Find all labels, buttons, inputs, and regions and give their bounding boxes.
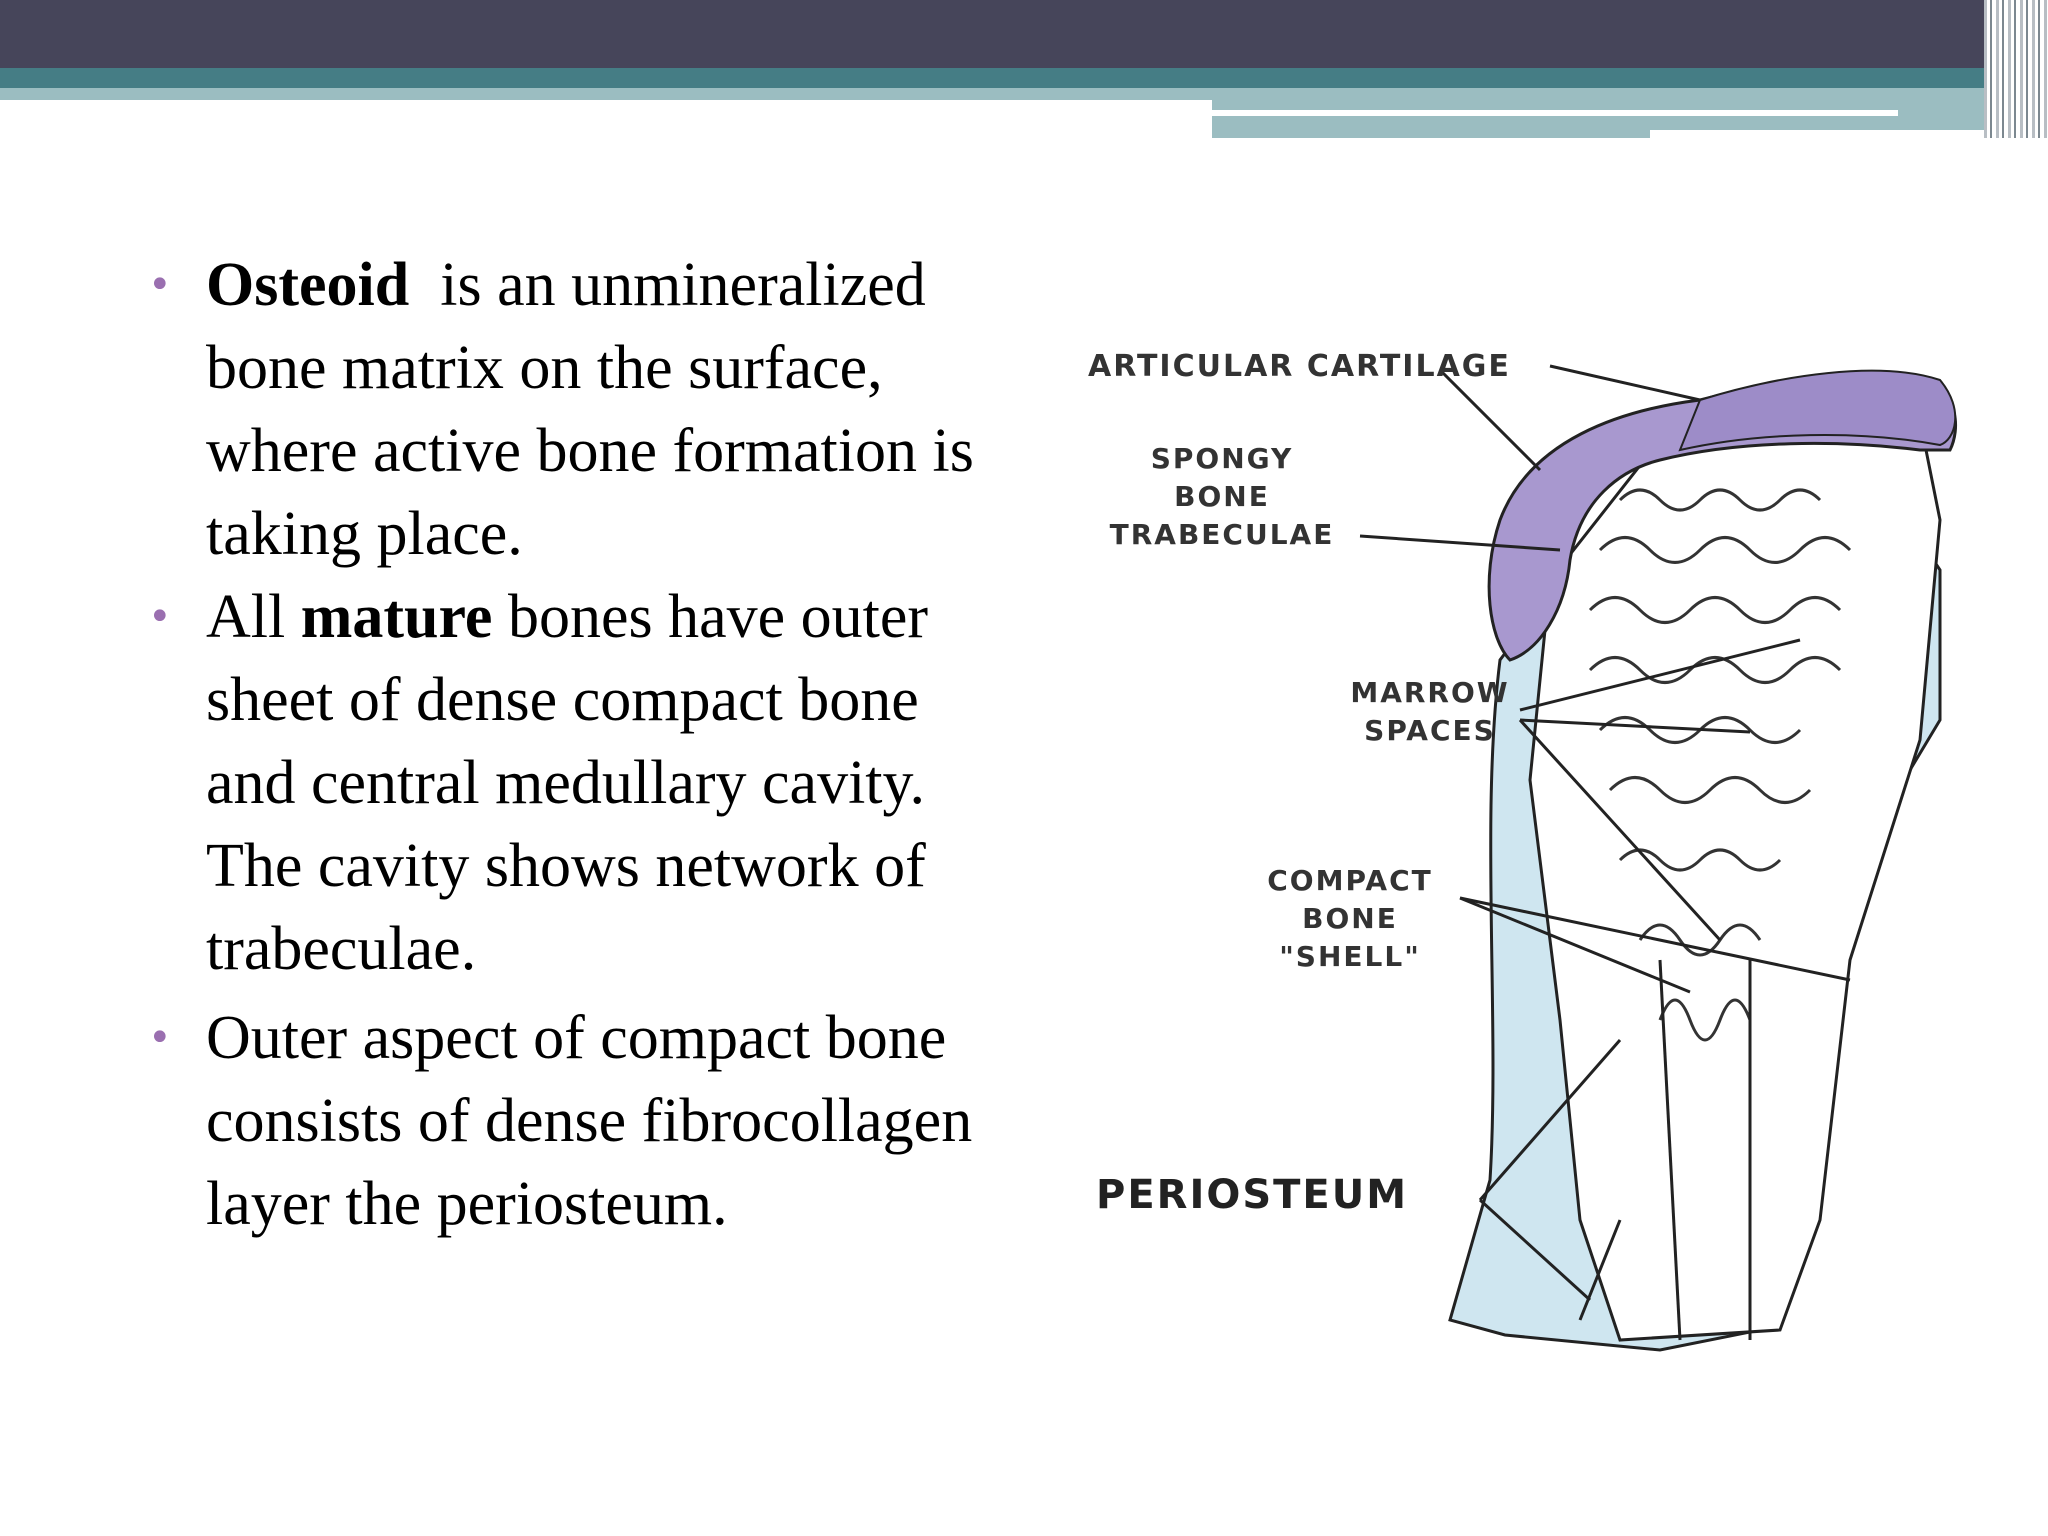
bullet-strong: Osteoid (206, 251, 410, 319)
header-light-band (0, 88, 1212, 100)
bullet-before: All (206, 583, 301, 651)
label-line: COMPACT (1267, 864, 1433, 897)
cartilage-cap (1678, 369, 1957, 452)
label-articular-cartilage: ARTICULAR CARTILAGE (1088, 349, 1511, 384)
label-spongy-bone: SPONGY BONE TRABECULAE (1072, 440, 1372, 554)
label-line: "SHELL" (1279, 940, 1421, 973)
label-line: BONE (1174, 480, 1270, 513)
label-line: SPONGY (1150, 442, 1294, 475)
label-line: SPACES (1364, 714, 1496, 747)
bullet-dot: • (148, 594, 172, 640)
bullet-rest: is an unmineralized bone matrix on the s… (206, 251, 990, 568)
bullet-item: • All mature bones have outer sheet of d… (140, 576, 1010, 991)
slide-body: • Osteoid is an unmineralized bone matri… (140, 244, 1010, 1246)
header-dark-band (0, 0, 2048, 68)
bullet-dot: • (148, 1015, 172, 1061)
label-compact-bone-shell: COMPACT BONE "SHELL" (1240, 862, 1460, 976)
marrow-cavity (1528, 418, 1942, 1342)
bone-illustration (1359, 364, 1957, 1352)
header-stripes (1984, 0, 2048, 138)
shaft-lines (1578, 959, 1752, 1341)
label-line: BONE (1302, 902, 1398, 935)
header-right-line (1650, 130, 2000, 138)
label-periosteum: PERIOSTEUM (1096, 1172, 1409, 1218)
bone-diagram: ARTICULAR CARTILAGE SPONGY BONE TRABECUL… (1060, 320, 1990, 1370)
bullet-item: • Osteoid is an unmineralized bone matri… (140, 244, 1010, 576)
bullet-dot: • (148, 262, 172, 308)
bullet-strong: mature (300, 583, 493, 651)
label-line: TRABECULAE (1109, 518, 1335, 551)
bullet-text: All mature bones have outer sheet of den… (206, 576, 1010, 991)
bullet-text: Outer aspect of compact bone consists of… (206, 1004, 973, 1238)
label-line: MARROW (1350, 676, 1510, 709)
bullet-rest: bones have outer sheet of dense compact … (206, 583, 944, 983)
header-right-line (1212, 110, 1898, 116)
leader-lines (1359, 364, 1851, 1302)
bullet-text: Osteoid is an unmineralized bone matrix … (206, 244, 1010, 576)
header-teal-band (0, 68, 2000, 88)
label-marrow-spaces: MARROW SPACES (1320, 674, 1540, 750)
bullet-item: • Outer aspect of compact bone consists … (140, 997, 1010, 1246)
